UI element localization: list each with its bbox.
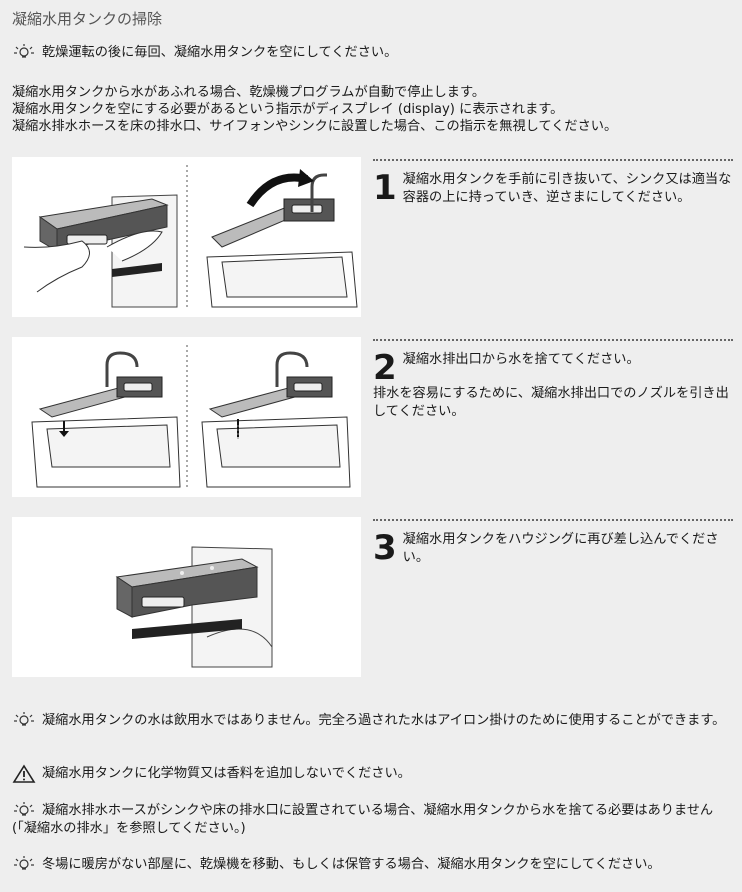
warning-icon xyxy=(12,764,36,783)
step-number: 3 xyxy=(373,528,397,568)
step-text: 凝縮水用タンクを手前に引き抜いて、シンク又は適当な容器の上に持っていき、逆さまに… xyxy=(402,172,732,205)
intro-line: 凝縮水用タンクを空にする必要があるという指示がディスプレイ (display) … xyxy=(12,102,564,117)
step-3: 3 凝縮水用タンクをハウジングに再び差し込んでください。 xyxy=(373,519,733,567)
step-divider xyxy=(373,519,733,521)
step-number: 1 xyxy=(373,168,397,208)
step-text: 凝縮水排出口から水を捨ててください。 xyxy=(402,352,640,367)
step-1: 1 凝縮水用タンクを手前に引き抜いて、シンク又は適当な容器の上に持っていき、逆さ… xyxy=(373,159,733,207)
lightbulb-icon xyxy=(14,802,34,816)
note-text: 冬場に暖房がない部屋に、乾燥機を移動、もしくは保管する場合、凝縮水用タンクを空に… xyxy=(42,857,661,872)
intro-line: 凝縮水排水ホースを床の排水口、サイフォンやシンクに設置した場合、この指示を無視し… xyxy=(12,119,618,134)
step-text: 凝縮水用タンクをハウジングに再び差し込んでください。 xyxy=(402,532,719,565)
note-text: 凝縮水用タンクの水は飲用水ではありません。完全ろ過された水はアイロン掛けのために… xyxy=(42,713,726,728)
tip-top: 乾燥運転の後に毎回、凝縮水用タンクを空にしてください。 xyxy=(12,44,732,62)
intro-paragraph: 凝縮水用タンクから水があふれる場合、乾燥機プログラムが自動で停止します。 凝縮水… xyxy=(12,84,732,135)
step-divider xyxy=(373,339,733,341)
step-1-illustration xyxy=(12,157,361,317)
page-title: 凝縮水用タンクの掃除 xyxy=(12,10,163,28)
step-subtext: 排水を容易にするために、凝縮水排出口でのノズルを引き出してください。 xyxy=(373,386,729,419)
lightbulb-icon xyxy=(14,44,34,58)
step-divider xyxy=(373,159,733,161)
intro-line: 凝縮水用タンクから水があふれる場合、乾燥機プログラムが自動で停止します。 xyxy=(12,85,486,100)
step-2-illustration xyxy=(12,337,361,497)
tip-text: 乾燥運転の後に毎回、凝縮水用タンクを空にしてください。 xyxy=(42,45,398,60)
note-3: 凝縮水排水ホースがシンクや床の排水口に設置されている場合、凝縮水用タンクから水を… xyxy=(12,802,730,838)
note-text: 凝縮水用タンクに化学物質又は香料を追加しないでください。 xyxy=(42,766,411,781)
note-1: 凝縮水用タンクの水は飲用水ではありません。完全ろ過された水はアイロン掛けのために… xyxy=(12,712,730,730)
step-number: 2 xyxy=(373,348,397,388)
lightbulb-icon xyxy=(14,712,34,726)
note-4: 冬場に暖房がない部屋に、乾燥機を移動、もしくは保管する場合、凝縮水用タンクを空に… xyxy=(12,856,730,874)
step-3-illustration xyxy=(12,517,361,677)
step-2: 2 凝縮水排出口から水を捨ててください。 排水を容易にするために、凝縮水排出口で… xyxy=(373,339,733,421)
lightbulb-icon xyxy=(14,856,34,870)
note-2: 凝縮水用タンクに化学物質又は香料を追加しないでください。 xyxy=(12,764,730,783)
note-text: 凝縮水排水ホースがシンクや床の排水口に設置されている場合、凝縮水用タンクから水を… xyxy=(12,803,714,836)
